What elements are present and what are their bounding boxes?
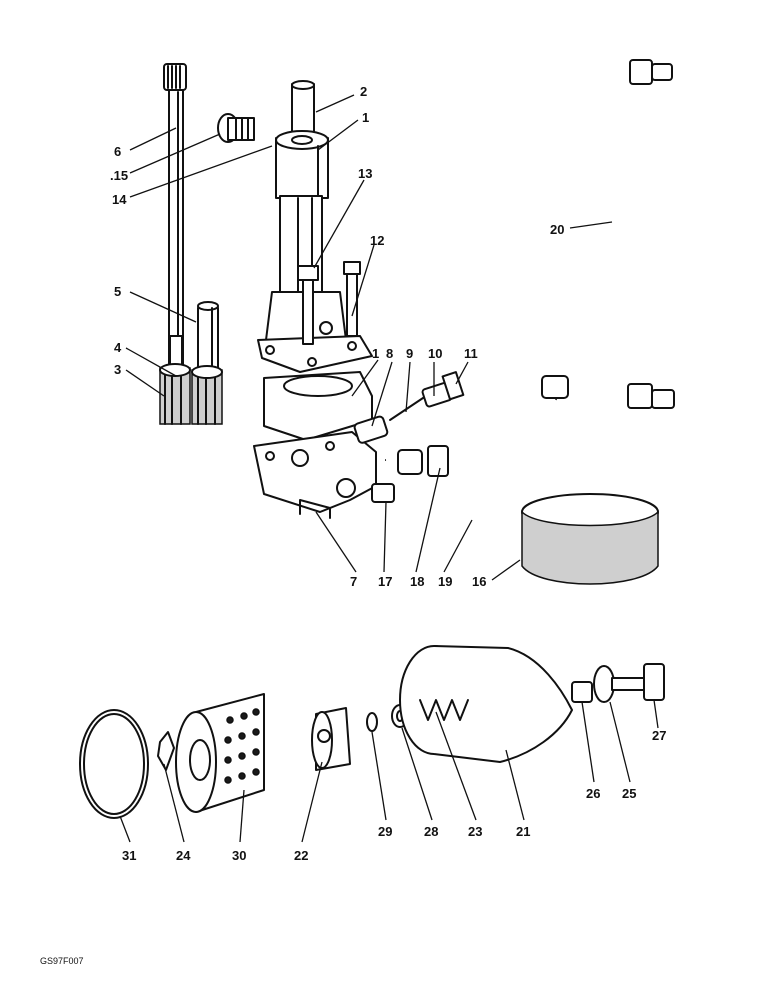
callout-4: 4: [114, 340, 122, 355]
callout-27: 27: [652, 728, 666, 743]
callout-23: 23: [468, 824, 482, 839]
callout-22: 22: [294, 848, 308, 863]
suction-assembly: [371, 375, 659, 585]
callout-25: 25: [622, 786, 636, 801]
callout-9: 9: [406, 346, 413, 361]
callout-1: 1: [362, 110, 369, 125]
callout-21: 21: [516, 824, 530, 839]
callout-20: 20: [550, 222, 564, 237]
callout-5: 5: [114, 284, 121, 299]
callout-14: 14: [112, 192, 127, 207]
bolts: [297, 261, 361, 345]
drive-shaft: [163, 63, 187, 377]
callout-24: 24: [176, 848, 191, 863]
callout-28: 28: [424, 824, 438, 839]
pump-housing: [253, 371, 377, 519]
callout-30: 30: [232, 848, 246, 863]
idler-shaft: [197, 301, 219, 377]
callout-8: 8: [386, 346, 393, 361]
external-pipe: [586, 59, 675, 409]
leader-lines: [119, 94, 659, 843]
figure-code: GS97F007: [40, 956, 84, 966]
callout-16: 16: [472, 574, 486, 589]
callout-11: 11: [464, 346, 478, 361]
callout-31: 31: [122, 848, 136, 863]
callout-10: 10: [428, 346, 442, 361]
callout-12: 12: [370, 233, 384, 248]
callout-1b: 1: [372, 346, 379, 361]
banjo-bolt: [217, 113, 255, 143]
callout-13: 13: [358, 166, 372, 181]
callout-17: 17: [378, 574, 392, 589]
callout-18: 18: [410, 574, 424, 589]
callout-labels: 2 1 6 .15 14 13 12 5 4 3 1 8 9 10 11 20 …: [110, 84, 666, 863]
callout-2: 2: [360, 84, 367, 99]
delivery-tube: [291, 80, 315, 141]
pump-gears: [159, 363, 223, 425]
callout-7: 7: [350, 574, 357, 589]
callout-26: 26: [586, 786, 600, 801]
callout-29: 29: [378, 824, 392, 839]
relief-valve: [353, 371, 465, 444]
filter-assembly: [79, 645, 665, 819]
callout-19: 19: [438, 574, 452, 589]
callout-15: .15: [110, 168, 128, 183]
callout-6: 6: [114, 144, 121, 159]
callout-3: 3: [114, 362, 121, 377]
